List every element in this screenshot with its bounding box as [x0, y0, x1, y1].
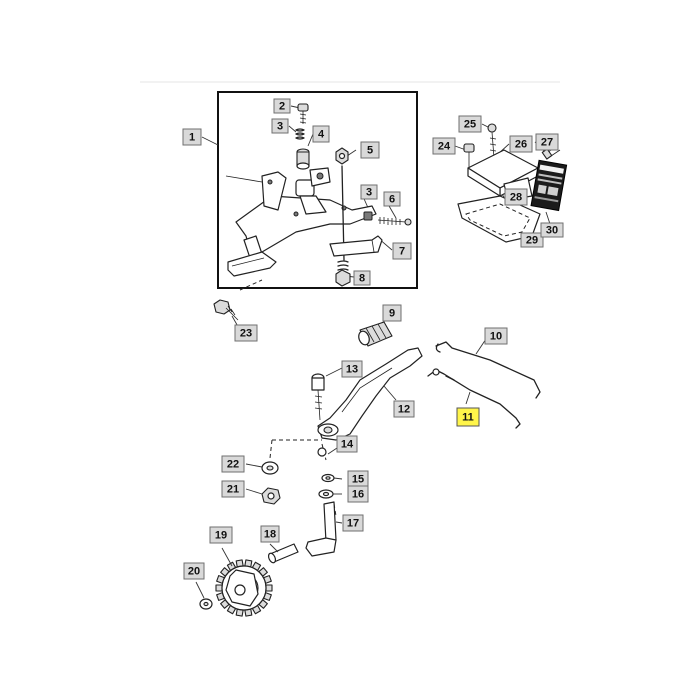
- callout-6: 6: [383, 191, 401, 207]
- bushing-9: [358, 312, 393, 347]
- callout-label: 5: [367, 145, 373, 157]
- bushing-4: [296, 148, 310, 170]
- callout-24: 24: [432, 137, 456, 155]
- gear-tooth: [265, 584, 273, 592]
- pin-14: [317, 443, 341, 461]
- callout-16: 16: [347, 485, 369, 503]
- callout-label: 4: [318, 129, 325, 141]
- callout-13: 13: [341, 360, 363, 378]
- callout-label: 20: [188, 566, 200, 578]
- callout-label: 23: [240, 328, 252, 340]
- washers-15-16: [318, 473, 343, 499]
- spring-3: [295, 128, 305, 140]
- callout-3b: 3: [360, 184, 378, 200]
- callout-30: 30: [540, 222, 564, 238]
- callout-label: 3: [366, 187, 372, 199]
- callout-9: 9: [382, 304, 402, 322]
- cover-assembly: [454, 123, 568, 243]
- screw-6: [377, 217, 412, 226]
- washer-20: [195, 581, 213, 610]
- pin-13: [311, 367, 343, 421]
- dash-22: [269, 439, 322, 459]
- nut-21: [245, 487, 281, 505]
- callout-11: 11: [456, 407, 480, 427]
- nut-5: [335, 147, 349, 165]
- callout-23: 23: [234, 324, 258, 342]
- washer-22: [245, 461, 279, 475]
- callout-label: 3: [277, 121, 283, 133]
- callout-25: 25: [458, 115, 482, 133]
- callout-label: 14: [341, 439, 354, 451]
- callout-14: 14: [336, 435, 358, 453]
- callout-7: 7: [392, 242, 412, 260]
- pin-18: [267, 543, 299, 564]
- callout-label: 18: [264, 529, 276, 541]
- screw-2: [297, 103, 309, 124]
- bracket-plate: [225, 171, 377, 277]
- bolt-23: [213, 299, 241, 331]
- callout-label: 6: [389, 194, 395, 206]
- callout-label: 21: [227, 484, 239, 496]
- callout-17: 17: [342, 514, 364, 532]
- callout-2: 2: [273, 98, 291, 114]
- callout-27: 27: [535, 133, 559, 151]
- callout-5: 5: [360, 141, 380, 159]
- callout-label: 25: [464, 119, 476, 131]
- callout-8: 8: [353, 270, 371, 286]
- callout-label: 15: [352, 474, 364, 486]
- callout-3a: 3: [271, 118, 289, 134]
- assembly-box: [217, 91, 418, 289]
- lever-12: [317, 347, 423, 441]
- bracket-7: [329, 235, 383, 257]
- callout-label: 19: [215, 530, 227, 542]
- callout-20: 20: [183, 562, 205, 580]
- shaft-17: [305, 501, 343, 557]
- callout-label: 7: [399, 246, 405, 258]
- callout-label: 9: [389, 308, 395, 320]
- callout-22: 22: [221, 455, 245, 473]
- callout-label: 27: [541, 137, 553, 149]
- callout-label: 16: [352, 489, 364, 501]
- callout-label: 2: [279, 101, 285, 113]
- callout-label: 12: [398, 404, 410, 416]
- callout-label: 22: [227, 459, 239, 471]
- callout-label: 11: [462, 412, 474, 424]
- callout-layer: 1234536782391011121314151617181920212224…: [182, 98, 564, 580]
- callout-10: 10: [484, 327, 508, 345]
- callout-label: 26: [515, 139, 527, 151]
- callout-label: 1: [189, 132, 195, 144]
- callout-12: 12: [393, 400, 415, 418]
- callout-21: 21: [221, 480, 245, 498]
- callout-19: 19: [209, 526, 233, 544]
- callout-label: 17: [347, 518, 359, 530]
- spring-nut-8: [335, 260, 351, 287]
- callout-label: 8: [359, 273, 365, 285]
- callout-26: 26: [509, 135, 533, 153]
- callout-label: 29: [526, 235, 538, 247]
- callout-1: 1: [182, 128, 202, 146]
- callout-label: 24: [438, 141, 451, 153]
- lever-center: [295, 167, 331, 215]
- callout-29: 29: [520, 232, 544, 248]
- callout-label: 28: [510, 192, 522, 204]
- callout-15: 15: [347, 470, 369, 488]
- callout-28: 28: [504, 188, 528, 206]
- decal-30: [530, 159, 568, 212]
- callout-18: 18: [260, 525, 280, 543]
- gear-tooth: [215, 584, 223, 592]
- callout-4: 4: [312, 125, 330, 143]
- callout-label: 30: [546, 225, 558, 237]
- rod-10: [435, 335, 541, 399]
- rod-11: [427, 368, 521, 429]
- gear-19: [215, 547, 273, 617]
- callout-label: 13: [346, 364, 358, 376]
- nut-3b: [363, 211, 373, 221]
- callout-label: 10: [490, 331, 502, 343]
